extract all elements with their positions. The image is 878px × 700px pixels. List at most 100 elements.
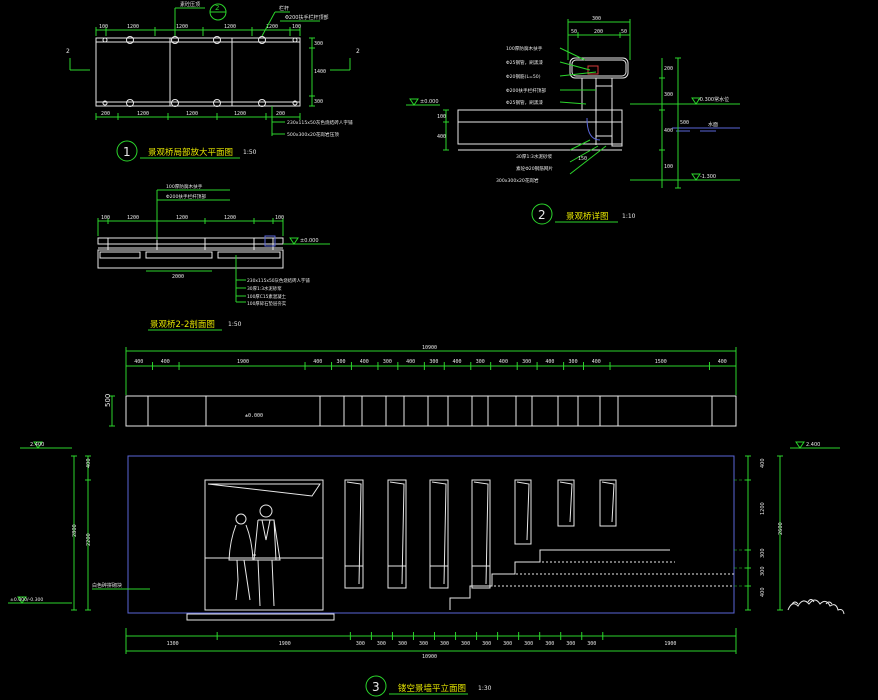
el-scale: 1:30: [478, 685, 492, 692]
el-title-block: 3 镂空景墙平立面图 1:30: [365, 675, 492, 697]
el-plan-block: [447, 395, 473, 427]
d2-top-dim-2: 200: [594, 29, 603, 35]
el-plan-height: 500: [104, 394, 112, 407]
el-plan-block: [403, 395, 429, 427]
el-bottom-dim-13: 300: [587, 641, 596, 647]
s22-top-dim-1: 1200: [127, 215, 139, 221]
el-bottom-dim-8: 300: [482, 641, 491, 647]
el-number: 3: [372, 680, 380, 694]
el-plan-block: [125, 395, 149, 427]
el-top-dim-2: 1900: [237, 359, 249, 365]
d2-note-3: Φ200扶手栏杆顶部: [506, 87, 546, 94]
el-number-circle: [365, 675, 387, 697]
el-bottom-dim-6: 300: [440, 641, 449, 647]
s22-note-1: Φ200扶手栏杆顶部: [166, 193, 206, 200]
el-total-top: 10900: [422, 345, 437, 351]
el-top-dim-5: 400: [360, 359, 369, 365]
d1-top-dim-5: 100: [292, 24, 301, 30]
el-bottom-dim-2: 300: [356, 641, 365, 647]
el-window-slot: [599, 479, 617, 527]
s22-note-5: 100厚碎石垫层夯实: [247, 300, 287, 307]
d1-top-dim-3: 1200: [224, 24, 236, 30]
d1-top-dim-2: 1200: [176, 24, 188, 30]
d2-number-circle: [531, 203, 553, 225]
el-top-dim-6: 300: [383, 359, 392, 365]
el-top-dim-1: 400: [161, 359, 170, 365]
el-window-slot: [557, 479, 575, 527]
s22-mid-dim: 2000: [172, 274, 184, 280]
el-top-dim-15: 400: [592, 359, 601, 365]
d2-mid-dim: 150: [578, 156, 587, 162]
s22-level: ±0.000: [300, 238, 319, 244]
d1-top-dim-0: 100: [99, 24, 108, 30]
detail2-section: 300 50 200 50 100厚防腐木扶手 Φ25钢管，刷黑漆 Φ20钢筋(…: [406, 16, 740, 225]
el-title: 镂空景墙平立面图: [398, 683, 466, 694]
el-right-dim-4: 400: [760, 587, 766, 597]
d2-right-dim-1: 300: [664, 92, 673, 98]
el-right-total: 2600: [778, 522, 784, 535]
el-bottom-dim-4: 300: [398, 641, 407, 647]
el-bottom-dim-14: 1900: [664, 641, 676, 647]
el-plan-level: ±0.000: [245, 413, 263, 419]
el-top-dim-10: 300: [476, 359, 485, 365]
d2-lower-note-0: 30厚1:3水泥砂浆: [516, 153, 553, 160]
d1-bot-dim-4: 200: [276, 111, 285, 117]
d2-left-dim-1: 400: [437, 134, 446, 140]
d2-right-dim-0: 200: [664, 66, 673, 72]
el-right-dim-0: 400: [760, 458, 766, 468]
s22-deck: [97, 249, 284, 269]
d2-lower-note-2: 300x300x20花岗岩: [496, 177, 539, 184]
el-bottom-dim-0: 1300: [167, 641, 179, 647]
d2-right-dim-3: 500: [680, 120, 689, 126]
el-opening: [204, 479, 324, 611]
d2-note-4: Φ25钢管，刷黑漆: [506, 99, 543, 106]
el-bottom-dim-5: 300: [419, 641, 428, 647]
d1-section-cut: [69, 58, 351, 71]
el-plan-block: [531, 395, 559, 427]
el-left-total: 2800: [72, 524, 78, 537]
el-top-dim-17: 400: [718, 359, 727, 365]
el-top-dim-9: 400: [453, 359, 462, 365]
s22-note-4: 100厚C15素混凝土: [247, 293, 287, 300]
el-stairs: [449, 549, 734, 610]
el-top-dim-0: 400: [134, 359, 143, 365]
el-top-dim-8: 300: [429, 359, 438, 365]
el-right-dim-2: 300: [760, 548, 766, 558]
d2-note-1: Φ25钢管，刷黑漆: [506, 59, 543, 66]
el-top-dim-14: 300: [569, 359, 578, 365]
paving-herringbone: [95, 37, 301, 107]
el-plan-block: [147, 395, 207, 427]
d2-bottom-level: -1.300: [700, 174, 716, 180]
el-right-dim-1: 1200: [760, 502, 766, 515]
d1-bot-dim-3: 1200: [234, 111, 246, 117]
d2-left-level: ±0.000: [420, 99, 439, 105]
d1-section-marker-label: 2: [215, 4, 219, 12]
el-bottom-dim-9: 300: [503, 641, 512, 647]
el-top-dim-3: 400: [313, 359, 322, 365]
el-bottom-dim-3: 300: [377, 641, 386, 647]
el-wall-body: [127, 455, 735, 614]
el-left-level-bottom: ±0.000/-0.300: [10, 597, 43, 603]
d1-note-top-2: Φ200扶手栏杆顶部: [285, 14, 328, 21]
d1-side-dim-1: 1400: [314, 69, 326, 75]
el-material-label: 白色碎拼砌块: [92, 582, 122, 589]
el-top-dim-4: 300: [336, 359, 345, 365]
el-top-dim-12: 300: [522, 359, 531, 365]
el-right-dim-3: 300: [760, 566, 766, 576]
d1-side-dim-0: 300: [314, 41, 323, 47]
el-left-dim-1: 2200: [86, 533, 92, 546]
d1-cut-label-right: 2: [356, 48, 360, 55]
railing-posts-top: [102, 36, 298, 44]
d1-scale: 1:50: [243, 149, 257, 156]
d2-right-dim-2: 400: [664, 128, 673, 134]
section-2-2: 100 1200 1200 1200 100 2000 100厚防腐木扶手 Φ2…: [97, 183, 330, 331]
d2-title: 景观桥详图: [566, 211, 609, 222]
el-left-level-top: 2.400: [30, 442, 44, 448]
el-plan-block: [711, 395, 737, 427]
s22-top-dim-3: 1200: [224, 215, 236, 221]
s22-note-3: 30厚1:3水泥砂浆: [247, 285, 282, 292]
d2-top-dim-1: 50: [571, 29, 577, 35]
el-bottom-dim-11: 300: [545, 641, 554, 647]
el-left-dim-0: 400: [86, 458, 92, 468]
el-brick-base: [204, 557, 324, 611]
